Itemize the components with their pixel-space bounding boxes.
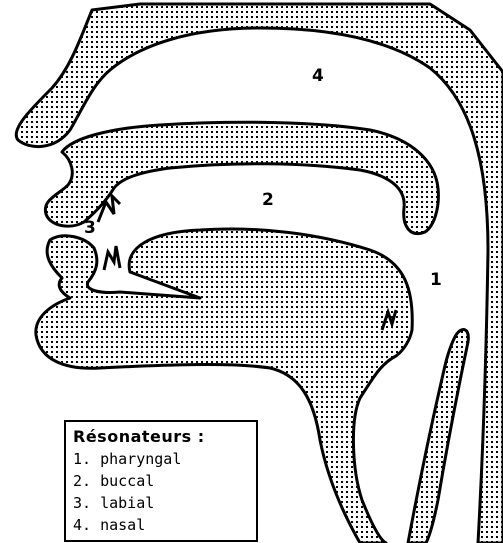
legend-box: Résonateurs : 1. pharyngal 2. buccal 3. … xyxy=(64,420,258,542)
legend-item-labial: 3. labial xyxy=(73,492,256,514)
legend-item-nasal: 4. nasal xyxy=(73,514,256,536)
label-buccal: 2 xyxy=(262,192,274,209)
palate-upper-lip xyxy=(45,122,438,233)
legend-title: Résonateurs : xyxy=(73,426,256,448)
label-pharyngal: 1 xyxy=(430,272,442,289)
lower-teeth-icon xyxy=(104,246,120,270)
epiglottis xyxy=(408,330,468,543)
legend-item-pharyngal: 1. pharyngal xyxy=(73,448,256,470)
label-labial: 3 xyxy=(84,220,96,237)
label-nasal: 4 xyxy=(312,68,324,85)
legend-item-buccal: 2. buccal xyxy=(73,470,256,492)
